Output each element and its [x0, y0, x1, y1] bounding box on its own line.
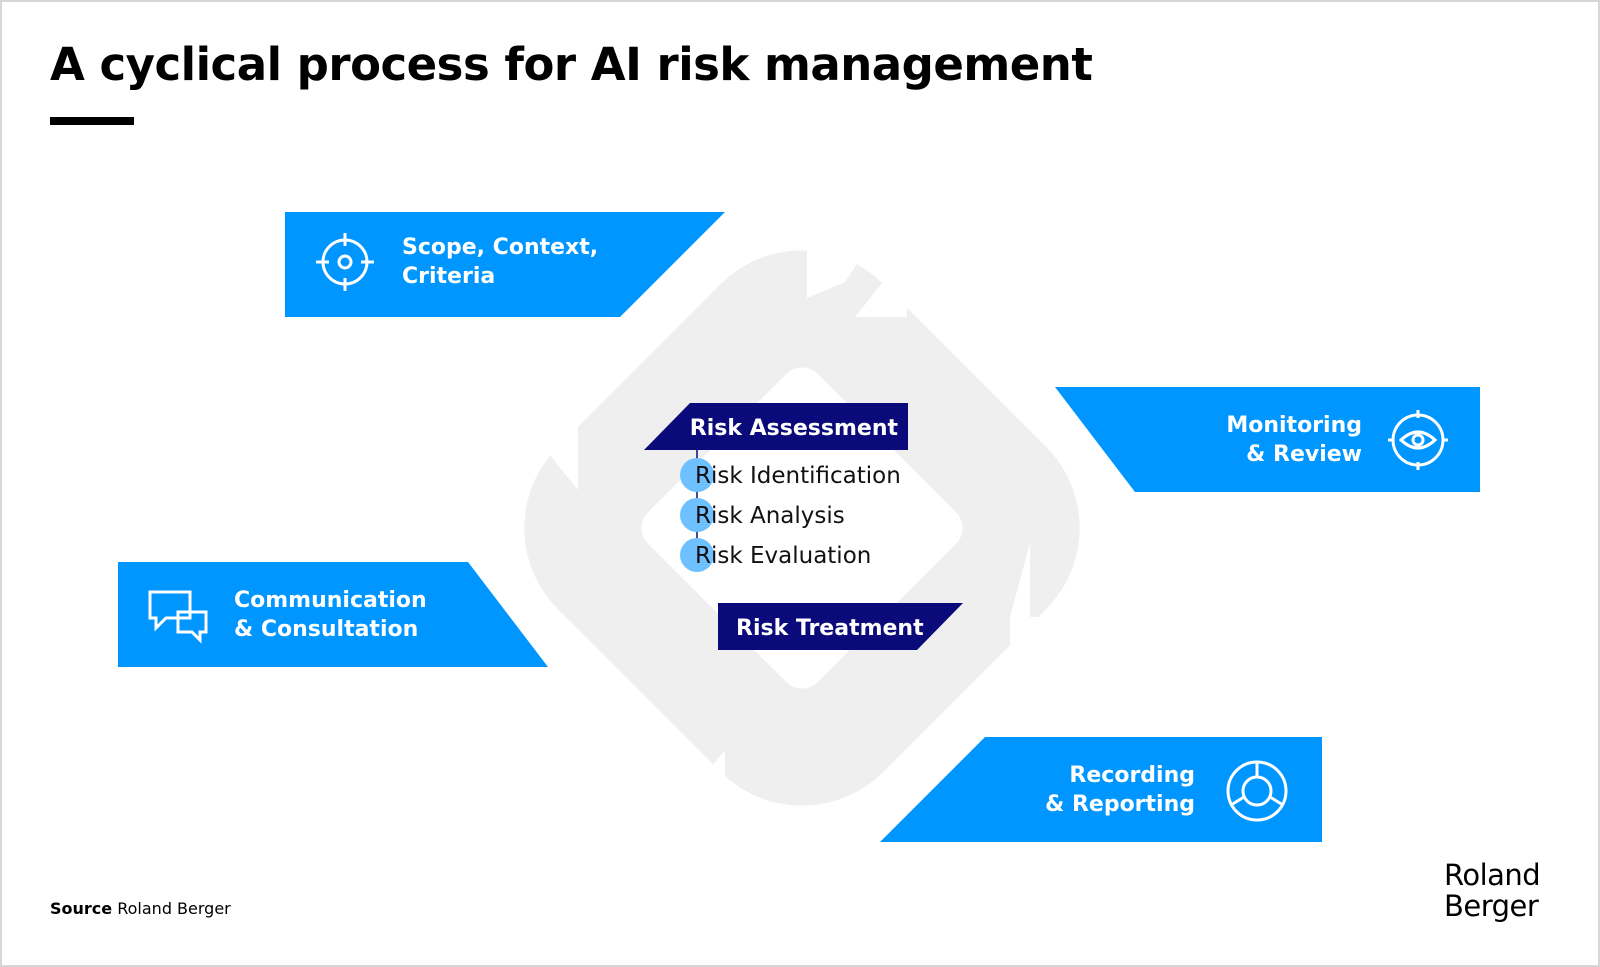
source-label: Source: [50, 899, 113, 918]
eye-target-icon: [1388, 410, 1448, 470]
step-risk-evaluation: Risk Evaluation: [695, 543, 871, 569]
communication-label-line2: & Consultation: [234, 617, 418, 642]
risk-assessment-label: Risk Assessment: [690, 416, 899, 441]
cycle-arrow-notches: [530, 205, 1080, 855]
step-risk-identification: Risk Identification: [695, 463, 901, 489]
scope-label-line1: Scope, Context,: [402, 235, 598, 260]
risk-treatment-label: Risk Treatment: [736, 616, 924, 641]
band-monitoring: [1055, 387, 1480, 492]
risk-treatment-tag: [718, 603, 963, 650]
step-dot-1: [680, 458, 714, 492]
band-recording: [880, 737, 1322, 842]
logo-line1: Roland: [1444, 858, 1541, 892]
communication-label-line1: Communication: [234, 588, 427, 613]
scope-label-line2: Criteria: [402, 264, 495, 289]
monitoring-label-line1: Monitoring: [1226, 413, 1362, 438]
page-title: A cyclical process for AI risk managemen…: [50, 38, 1093, 91]
donut-chart-icon: [1226, 760, 1288, 822]
source-note: Source Roland Berger: [50, 899, 231, 918]
crosshair-icon: [316, 233, 374, 291]
step-dot-2: [680, 498, 714, 532]
step-risk-analysis: Risk Analysis: [695, 503, 845, 529]
source-value: Roland Berger: [117, 899, 231, 918]
roland-berger-logo: Roland Berger: [1444, 858, 1541, 923]
title-underline: [50, 117, 134, 125]
chat-bubbles-icon: [148, 590, 208, 644]
monitoring-label-line2: & Review: [1246, 442, 1362, 467]
band-communication: [118, 562, 548, 667]
step-dot-3: [680, 538, 714, 572]
logo-line2: Berger: [1444, 889, 1539, 923]
band-scope: [285, 212, 725, 317]
recording-label-line2: & Reporting: [1045, 792, 1195, 817]
risk-assessment-tag: [644, 403, 908, 450]
recording-label-line1: Recording: [1069, 763, 1195, 788]
